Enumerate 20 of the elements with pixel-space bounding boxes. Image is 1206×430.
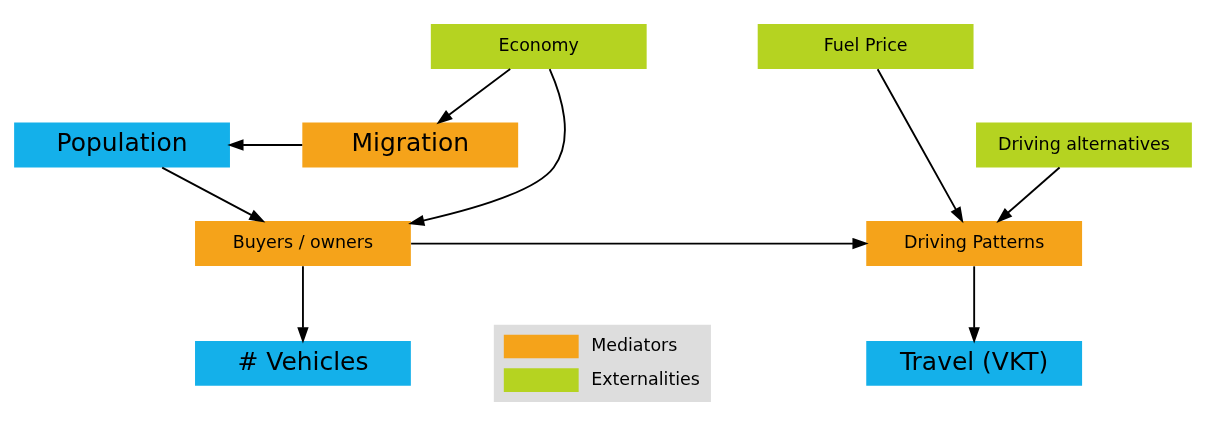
arrow (996, 166, 1061, 223)
node-box: # Vehicles (195, 340, 411, 386)
node-box: Economy (430, 23, 647, 69)
arrow (297, 264, 309, 344)
node-box: Fuel Price (757, 23, 974, 69)
node-box: Driving Patterns (866, 220, 1083, 266)
arrow (436, 67, 512, 124)
arrow (227, 138, 304, 151)
arrow (876, 67, 964, 223)
legend-label: Externalities (591, 368, 700, 389)
arrow (968, 264, 980, 344)
arrow (410, 237, 869, 249)
arrow (161, 166, 266, 222)
arrow (408, 67, 566, 226)
node-box: Buyers / owners (195, 220, 411, 266)
node-box: Migration (302, 122, 519, 167)
node-box: Driving alternatives (976, 122, 1192, 167)
node-box: Population (14, 122, 230, 167)
node-box: Travel (VKT) (866, 340, 1083, 386)
legend-label: Mediators (591, 334, 678, 355)
